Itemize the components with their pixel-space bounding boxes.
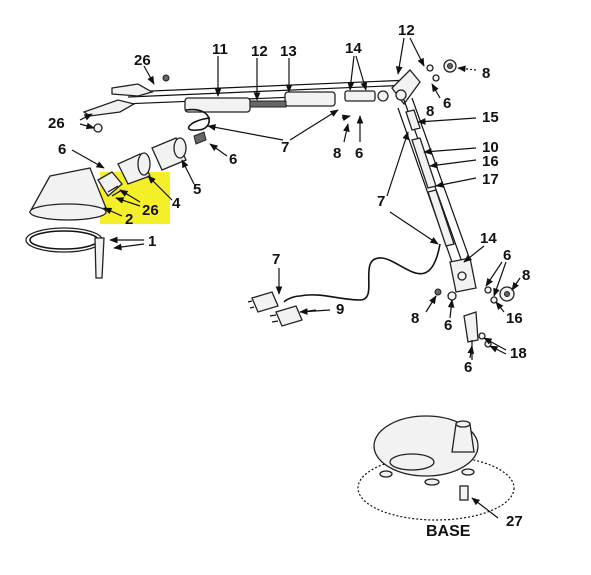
- screw-8-lower: [434, 288, 442, 296]
- base-disc-rim: [389, 453, 435, 471]
- label-26-top: 26: [134, 52, 151, 69]
- label-7-upper: 7: [281, 139, 289, 156]
- bracket-15: [405, 109, 421, 131]
- washer-6-lower: [447, 291, 457, 301]
- pin-18: [478, 332, 486, 340]
- label-6-lower-right: 6: [503, 247, 511, 264]
- leader-lines: [71, 37, 521, 519]
- handle-1: [94, 237, 105, 279]
- hinge-plate-26-top: [111, 83, 154, 97]
- label-17: 17: [482, 171, 499, 188]
- washer-6-right: [484, 286, 492, 294]
- label-8-elbow: 8: [426, 103, 434, 120]
- label-1: 1: [148, 233, 156, 250]
- label-12-right: 12: [398, 22, 415, 39]
- lower-arm-assembly: [397, 97, 515, 360]
- bulb-holder-5-end: [173, 137, 187, 159]
- elbow-pivot-icon: [395, 89, 407, 101]
- lamp-head: [25, 131, 207, 279]
- label-5: 5: [193, 181, 201, 198]
- ring-1-inner: [29, 230, 99, 250]
- screw-6-head: [193, 131, 207, 145]
- label-6-lower-left: 6: [444, 317, 452, 334]
- base-outline-dotted: [357, 455, 515, 521]
- label-8-lower-right: 8: [522, 267, 530, 284]
- lower-pivot-hole: [457, 271, 467, 281]
- cable-lower: [283, 243, 441, 303]
- label-11: 11: [212, 41, 228, 58]
- label-10: 10: [482, 139, 499, 156]
- part-labels: 26 11 12 13 14 12 8 8 6 15 10 16 17 26 6…: [48, 22, 530, 540]
- label-16-lower: 16: [506, 310, 523, 327]
- label-27: 27: [506, 513, 523, 530]
- label-6-mid: 6: [355, 145, 363, 162]
- spring-tube-13: [284, 91, 336, 107]
- nut-26: [93, 123, 103, 133]
- knob-8-top-center: [447, 63, 453, 69]
- label-14-lower: 14: [480, 230, 497, 247]
- base-screw-27: [459, 485, 469, 501]
- elbow-joint: [391, 59, 457, 106]
- shade-rim: [29, 203, 107, 221]
- screw-26: [162, 74, 170, 82]
- washer-6-top-b: [432, 74, 440, 82]
- base-post-top: [455, 420, 471, 428]
- label-7-plug: 7: [272, 251, 280, 268]
- spring-tube-17: [427, 189, 455, 247]
- knob-8-lower-center: [504, 291, 510, 297]
- label-8-top: 8: [482, 65, 490, 82]
- elbow-bracket: [391, 69, 421, 106]
- label-26-highlighted: 26: [142, 202, 159, 219]
- label-6-elbow: 6: [443, 95, 451, 112]
- base-post: [451, 423, 475, 453]
- plug-9: [275, 305, 303, 327]
- power-cable: [185, 108, 441, 327]
- label-8-lower-left: 8: [411, 310, 419, 327]
- upper-arm-assembly: [82, 74, 411, 133]
- label-13: 13: [280, 43, 297, 60]
- washer-6-top: [426, 64, 434, 72]
- label-14-top: 14: [345, 40, 362, 57]
- label-6-bottom: 6: [464, 359, 472, 376]
- label-2: 2: [125, 211, 133, 228]
- tension-eye-14: [377, 90, 389, 102]
- lamp-base: [357, 415, 515, 521]
- socket-clip-6: [97, 171, 123, 197]
- label-6-holder: 6: [229, 151, 237, 168]
- label-15: 15: [482, 109, 499, 126]
- label-8-mid: 8: [333, 145, 341, 162]
- rod-connector-12: [249, 100, 287, 108]
- tension-bracket-14: [344, 90, 376, 102]
- label-16-top: 16: [482, 153, 499, 170]
- base-hole-3: [461, 468, 475, 476]
- cable-upper: [185, 108, 211, 131]
- label-7-arm: 7: [377, 193, 385, 210]
- base-hole-2: [424, 478, 440, 486]
- label-6-head: 6: [58, 141, 66, 158]
- swivel-post: [463, 311, 479, 343]
- label-4: 4: [172, 195, 181, 212]
- label-9: 9: [336, 301, 344, 318]
- label-12-left: 12: [251, 43, 268, 60]
- label-26-left: 26: [48, 115, 65, 132]
- label-18: 18: [510, 345, 527, 362]
- base-label: BASE: [426, 523, 471, 540]
- plug-7: [251, 291, 279, 313]
- base-hole-1: [379, 470, 393, 478]
- socket-4-end: [137, 152, 151, 176]
